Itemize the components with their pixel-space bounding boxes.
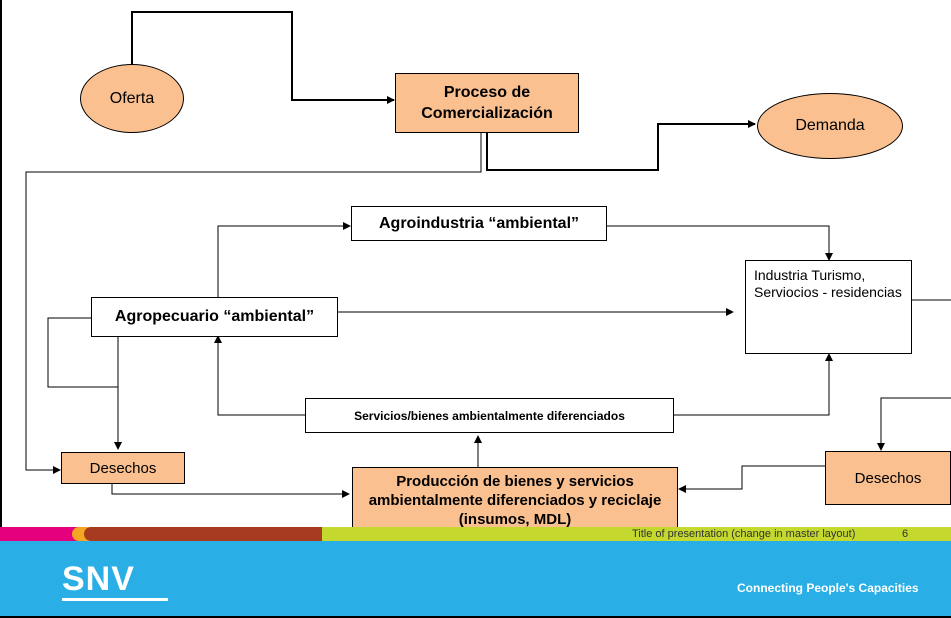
produccion-bienes-node: Producción de bienes y servicios ambient…: [352, 467, 678, 533]
arrow-proceso-demanda: [486, 120, 756, 171]
logo-underline: [62, 598, 168, 601]
agroindustria-node: Agroindustria “ambiental”: [351, 206, 607, 241]
arrow-oferta-proceso: [131, 11, 395, 104]
arrow-right-desechos: [877, 397, 951, 451]
desechos-left-node: Desechos: [61, 452, 185, 484]
arrow-servicios-agropecuario: [214, 335, 305, 416]
stripe-brown: [84, 527, 330, 541]
stripe-green: [322, 527, 951, 541]
industria-turismo-node: Industria Turismo, Serviocios - residenc…: [745, 260, 912, 354]
snv-logo: SNV: [62, 560, 135, 598]
stripe-magenta: [0, 527, 82, 541]
arrow-proceso-desechos: [25, 133, 482, 474]
arrow-desechos-produccion-right: [678, 465, 825, 493]
desechos-right-node: Desechos: [825, 451, 951, 505]
footer-page-number: 6: [902, 528, 909, 540]
footer-tagline: Connecting People's Capacities: [737, 581, 919, 595]
agropecuario-node: Agropecuario “ambiental”: [91, 297, 338, 337]
demanda-node: Demanda: [757, 93, 903, 159]
arrow-agropecuario-agroindustria: [217, 222, 351, 297]
arrow-servicios-industria: [674, 353, 833, 416]
proceso-comercializacion-node: Proceso de Comercialización: [395, 73, 579, 133]
arrow-desechos-produccion: [111, 484, 350, 498]
footer-stripes: [0, 527, 951, 541]
footer-title: Title of presentation (change in master …: [632, 528, 856, 540]
line-agropecuario-left: [47, 317, 118, 388]
slide-frame-left: [0, 0, 2, 618]
slide-frame-bottom: [0, 616, 951, 618]
arrow-agroindustria-industria: [607, 225, 833, 261]
oferta-node: Oferta: [80, 64, 184, 133]
servicios-bienes-node: Servicios/bienes ambientalmente diferenc…: [305, 398, 674, 433]
footer-band: [0, 541, 951, 616]
